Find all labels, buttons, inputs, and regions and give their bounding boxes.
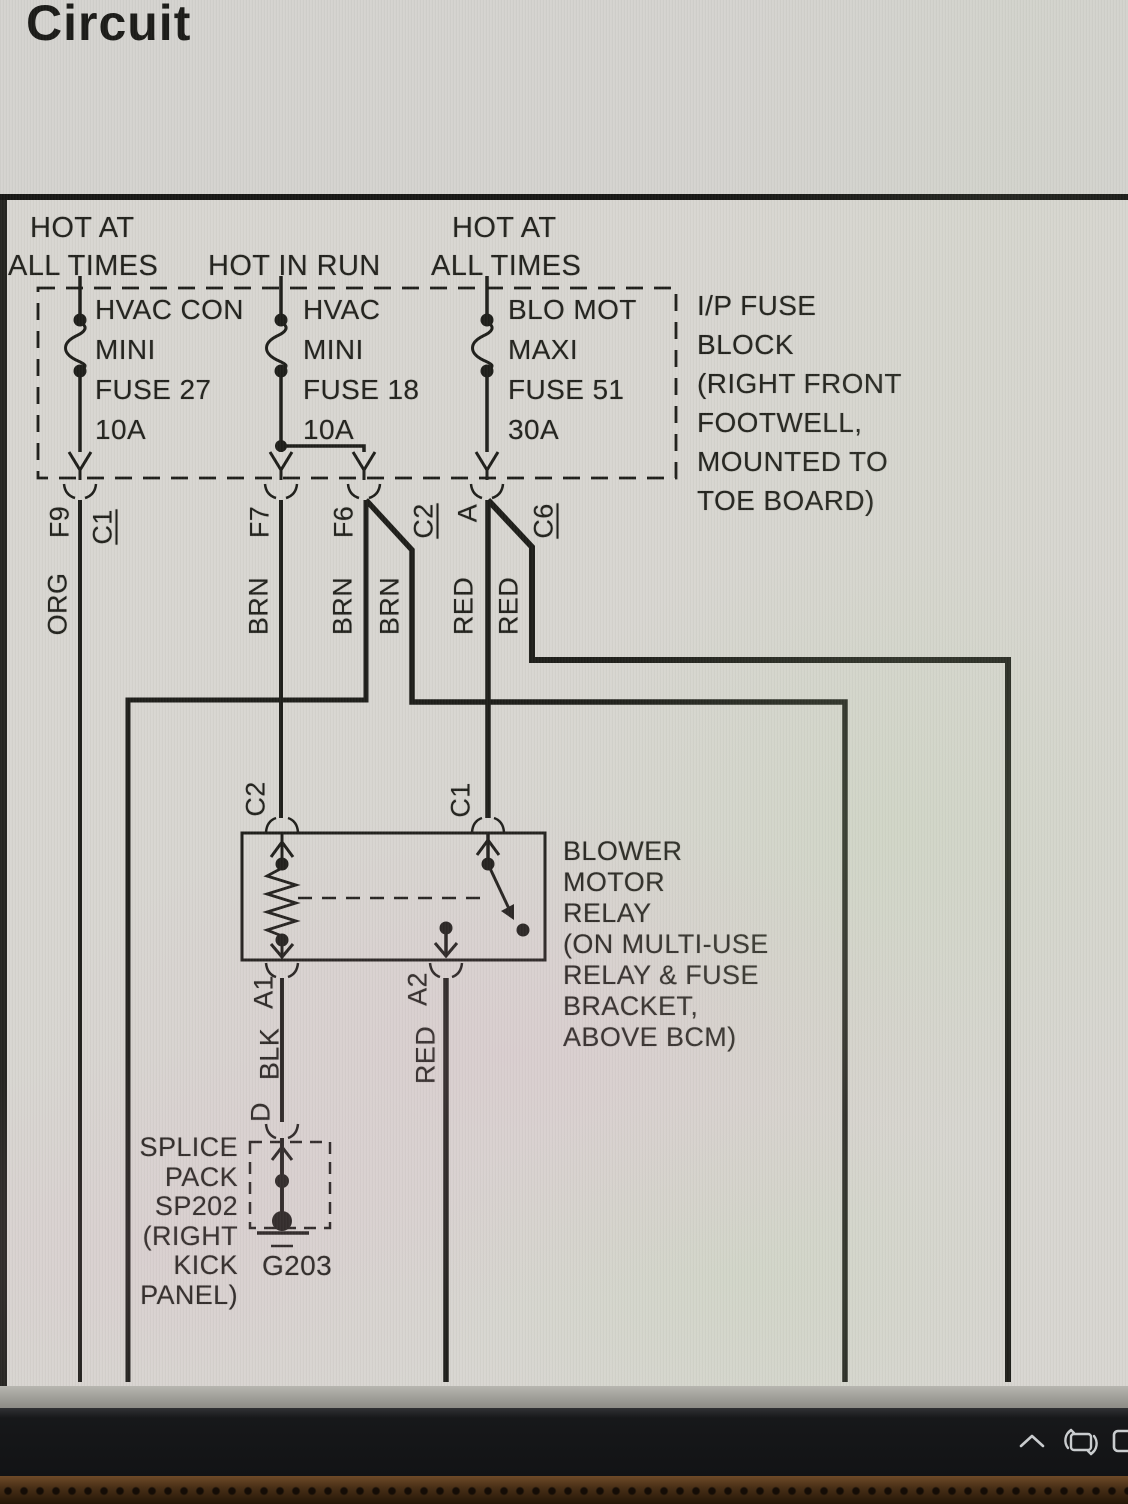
splice-name-3: SP202 bbox=[154, 1191, 238, 1222]
relay-pin-c2: C2 bbox=[240, 781, 271, 817]
relay-name-5: RELAY & FUSE bbox=[563, 960, 759, 990]
splice-name-1: SPLICE bbox=[139, 1132, 238, 1162]
fuse27-name: HVAC CON bbox=[95, 294, 244, 325]
splice-name-5: KICK bbox=[173, 1250, 238, 1281]
ground-label: G203 bbox=[262, 1250, 333, 1281]
fuse51-rating: 30A bbox=[508, 414, 560, 445]
power-label-right-2: ALL TIMES bbox=[431, 250, 582, 282]
window-icon[interactable] bbox=[1112, 1428, 1128, 1454]
pin-label-d: D bbox=[245, 1102, 276, 1122]
pin-label-c1: C1 bbox=[87, 509, 118, 545]
fuse18-number: FUSE 18 bbox=[303, 374, 420, 405]
fuse51-number: FUSE 51 bbox=[508, 374, 625, 405]
wire-color-org: ORG bbox=[42, 572, 73, 636]
wire-brn-left-run bbox=[125, 500, 369, 1382]
fuse-51-symbol bbox=[471, 276, 500, 480]
relay-pin-a2: A2 bbox=[402, 972, 433, 1006]
fuse18-type: MINI bbox=[303, 334, 364, 365]
fuse18-rating: 10A bbox=[303, 414, 355, 445]
pin-label-c6: C6 bbox=[528, 503, 559, 539]
pin-label-f9: F9 bbox=[44, 505, 75, 539]
fuse51-type: MAXI bbox=[508, 334, 579, 365]
pin-label-f6: F6 bbox=[328, 505, 359, 539]
splice-pack-name: SPLICE PACK SP202 (RIGHT KICK PANEL) bbox=[36, 1132, 238, 1311]
fuse27-type: MINI bbox=[95, 334, 156, 365]
power-label-mid: HOT IN RUN bbox=[208, 250, 381, 282]
wire-color-blk: BLK bbox=[254, 1027, 285, 1081]
relay-name-6: BRACKET, bbox=[563, 991, 699, 1021]
fuse-block-name-4: FOOTWELL, bbox=[697, 407, 863, 438]
screen-bottom-edge bbox=[0, 1386, 1128, 1408]
relay-name-4: (ON MULTI-USE bbox=[563, 929, 769, 959]
relay-coil bbox=[262, 866, 301, 938]
left-edge bbox=[0, 200, 7, 1386]
pin-label-f7: F7 bbox=[244, 505, 275, 539]
laptop-bezel bbox=[0, 1476, 1128, 1504]
inline-connector-symbols bbox=[62, 483, 505, 500]
ground-symbol bbox=[257, 1231, 309, 1248]
wire-color-brn-2: BRN bbox=[327, 576, 358, 636]
splice-name-6: PANEL) bbox=[140, 1279, 238, 1310]
splice-name-2: PACK bbox=[164, 1161, 238, 1192]
blower-motor-relay-symbol bbox=[240, 816, 547, 979]
relay-pin-a1: A1 bbox=[248, 975, 279, 1009]
wire-color-red-1: RED bbox=[448, 576, 479, 636]
power-label-left-2: ALL TIMES bbox=[8, 250, 159, 282]
splice-pack-symbol bbox=[248, 1123, 332, 1231]
fuse-block-name-2: BLOCK bbox=[697, 329, 794, 360]
fuse-block-name-1: I/P FUSE bbox=[697, 290, 817, 321]
fuse-27-symbol bbox=[64, 276, 93, 480]
wire-color-red-a2: RED bbox=[410, 1025, 441, 1085]
wire-red-right-run bbox=[485, 497, 1011, 1382]
relay-name-1: BLOWER bbox=[563, 836, 683, 866]
page-header: Circuit bbox=[0, 0, 1128, 194]
bezel-speaker-dots bbox=[0, 1485, 1128, 1497]
relay-name-2: MOTOR bbox=[563, 867, 665, 897]
top-rule bbox=[0, 194, 1128, 200]
wire-color-red-2: RED bbox=[493, 576, 524, 636]
fuse-block-name-5: MOUNTED TO bbox=[697, 446, 889, 477]
fuse-block-dashed-box bbox=[36, 286, 678, 480]
pin-label-c2: C2 bbox=[408, 503, 439, 539]
rotate-screen-icon[interactable] bbox=[1062, 1422, 1100, 1462]
fuse-18-symbol bbox=[265, 276, 377, 480]
wire-brn-right-run bbox=[363, 498, 848, 1382]
relay-name-3: RELAY bbox=[563, 898, 652, 928]
wire-color-brn-3: BRN bbox=[374, 576, 405, 636]
taskbar bbox=[0, 1408, 1128, 1476]
relay-name-7: ABOVE BCM) bbox=[563, 1022, 737, 1052]
pin-label-a: A bbox=[452, 503, 483, 523]
wire-color-brn-1: BRN bbox=[243, 576, 274, 636]
power-label-left-1: HOT AT bbox=[30, 212, 135, 244]
fuse18-name: HVAC bbox=[303, 294, 381, 325]
relay-switch-arm bbox=[486, 863, 513, 914]
chevron-up-icon[interactable] bbox=[1018, 1432, 1046, 1450]
page-title: Circuit bbox=[26, 0, 192, 51]
fuse51-name: BLO MOT bbox=[508, 294, 637, 325]
splice-name-4: (RIGHT bbox=[142, 1220, 238, 1251]
relay-pin-c1: C1 bbox=[445, 782, 476, 818]
power-label-right-1: HOT AT bbox=[452, 212, 557, 244]
wiring-diagram bbox=[0, 194, 1128, 1386]
fuse-block-name-3: (RIGHT FRONT bbox=[697, 368, 902, 399]
fuse-block-name-6: TOE BOARD) bbox=[697, 485, 875, 516]
fuse27-rating: 10A bbox=[95, 414, 147, 445]
fuse27-number: FUSE 27 bbox=[95, 374, 212, 405]
